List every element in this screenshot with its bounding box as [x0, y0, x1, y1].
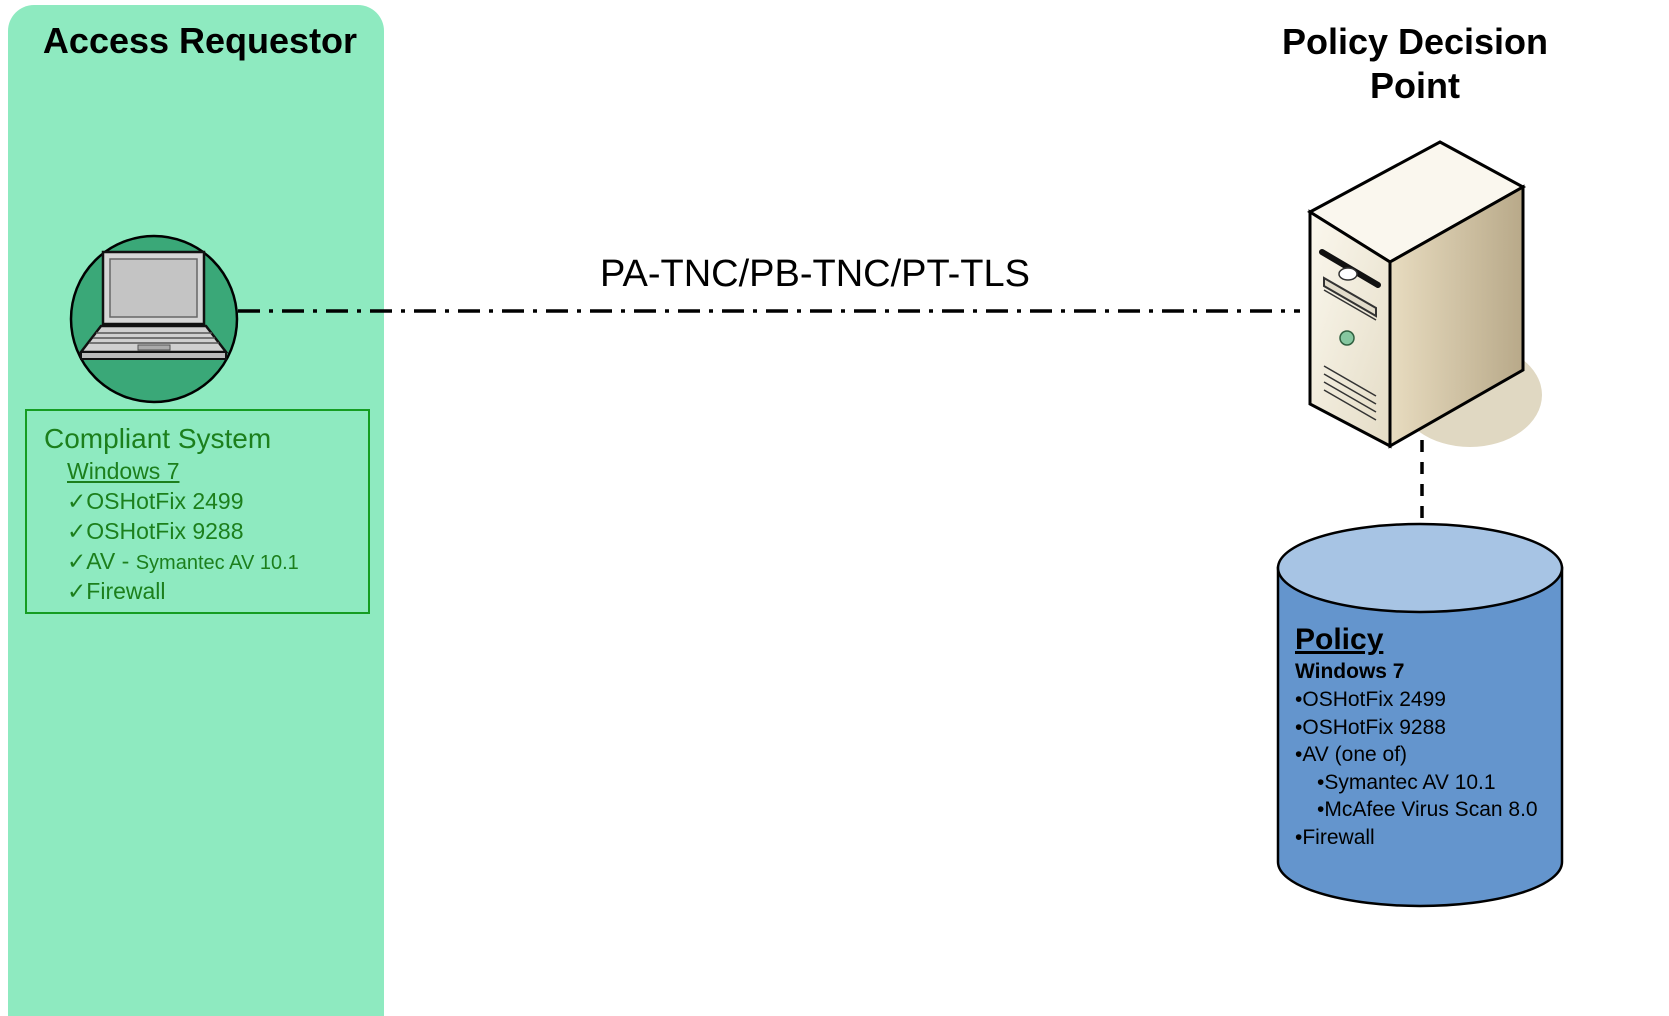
- policy-item: •OSHotFix 2499: [1295, 686, 1538, 714]
- compliant-item-main: AV -: [86, 548, 136, 574]
- compliant-item-sub: Symantec AV 10.1: [135, 552, 299, 574]
- pdp-title-line1: Policy Decision: [1281, 21, 1549, 62]
- policy-item-text: Firewall: [1302, 825, 1375, 849]
- server-icon: [1307, 140, 1542, 449]
- pdp-title-line2: Point: [1370, 65, 1460, 106]
- policy-item: •AV (one of): [1295, 741, 1538, 769]
- policy-text: Policy Windows 7 •OSHotFix 2499 •OSHotFi…: [1295, 622, 1538, 851]
- bullet-icon: •: [1295, 688, 1303, 711]
- access-requestor-panel: [8, 5, 384, 1016]
- policy-item-text: AV (one of): [1302, 743, 1408, 766]
- checkmark-icon: ✓: [67, 548, 87, 574]
- policy-decision-point-title: Policy Decision Point: [1265, 20, 1565, 108]
- checkmark-icon: ✓: [67, 518, 87, 544]
- compliant-os: Windows 7: [67, 458, 180, 484]
- policy-item: •McAfee Virus Scan 8.0: [1295, 796, 1538, 824]
- bullet-icon: •: [1295, 715, 1303, 739]
- compliant-item: ✓OSHotFix 2499: [67, 488, 244, 515]
- policy-item-text: OSHotFix 2499: [1302, 688, 1446, 711]
- laptop-icon: [69, 234, 239, 404]
- bullet-icon: •: [1317, 798, 1325, 821]
- compliant-system-box: Compliant System Windows 7 ✓OSHotFix 249…: [25, 409, 370, 614]
- bullet-icon: •: [1295, 825, 1303, 849]
- policy-item: •Firewall: [1295, 824, 1538, 852]
- compliant-item: ✓AV - Symantec AV 10.1: [67, 548, 299, 575]
- bullet-icon: •: [1295, 743, 1303, 766]
- policy-title: Policy: [1295, 623, 1384, 656]
- policy-item-text: OSHotFix 9288: [1302, 715, 1446, 739]
- bullet-icon: •: [1317, 770, 1325, 794]
- policy-item-text: McAfee Virus Scan 8.0: [1324, 798, 1538, 821]
- policy-os: Windows 7: [1295, 660, 1405, 683]
- access-requestor-title: Access Requestor: [42, 20, 358, 61]
- protocol-label: PA-TNC/PB-TNC/PT-TLS: [600, 253, 1030, 295]
- compliant-item: ✓Firewall: [67, 578, 166, 605]
- compliant-item-main: OSHotFix 9288: [86, 518, 244, 544]
- compliant-item-main: OSHotFix 2499: [86, 488, 244, 514]
- checkmark-icon: ✓: [67, 578, 87, 604]
- compliant-item: ✓OSHotFix 9288: [67, 518, 244, 545]
- policy-item-text: Symantec AV 10.1: [1324, 770, 1496, 794]
- policy-database-icon: [1276, 522, 1564, 908]
- policy-item: •OSHotFix 9288: [1295, 714, 1538, 742]
- policy-item: •Symantec AV 10.1: [1295, 769, 1538, 797]
- compliant-system-title: Compliant System: [44, 423, 272, 454]
- checkmark-icon: ✓: [67, 488, 87, 514]
- compliant-item-main: Firewall: [86, 578, 166, 604]
